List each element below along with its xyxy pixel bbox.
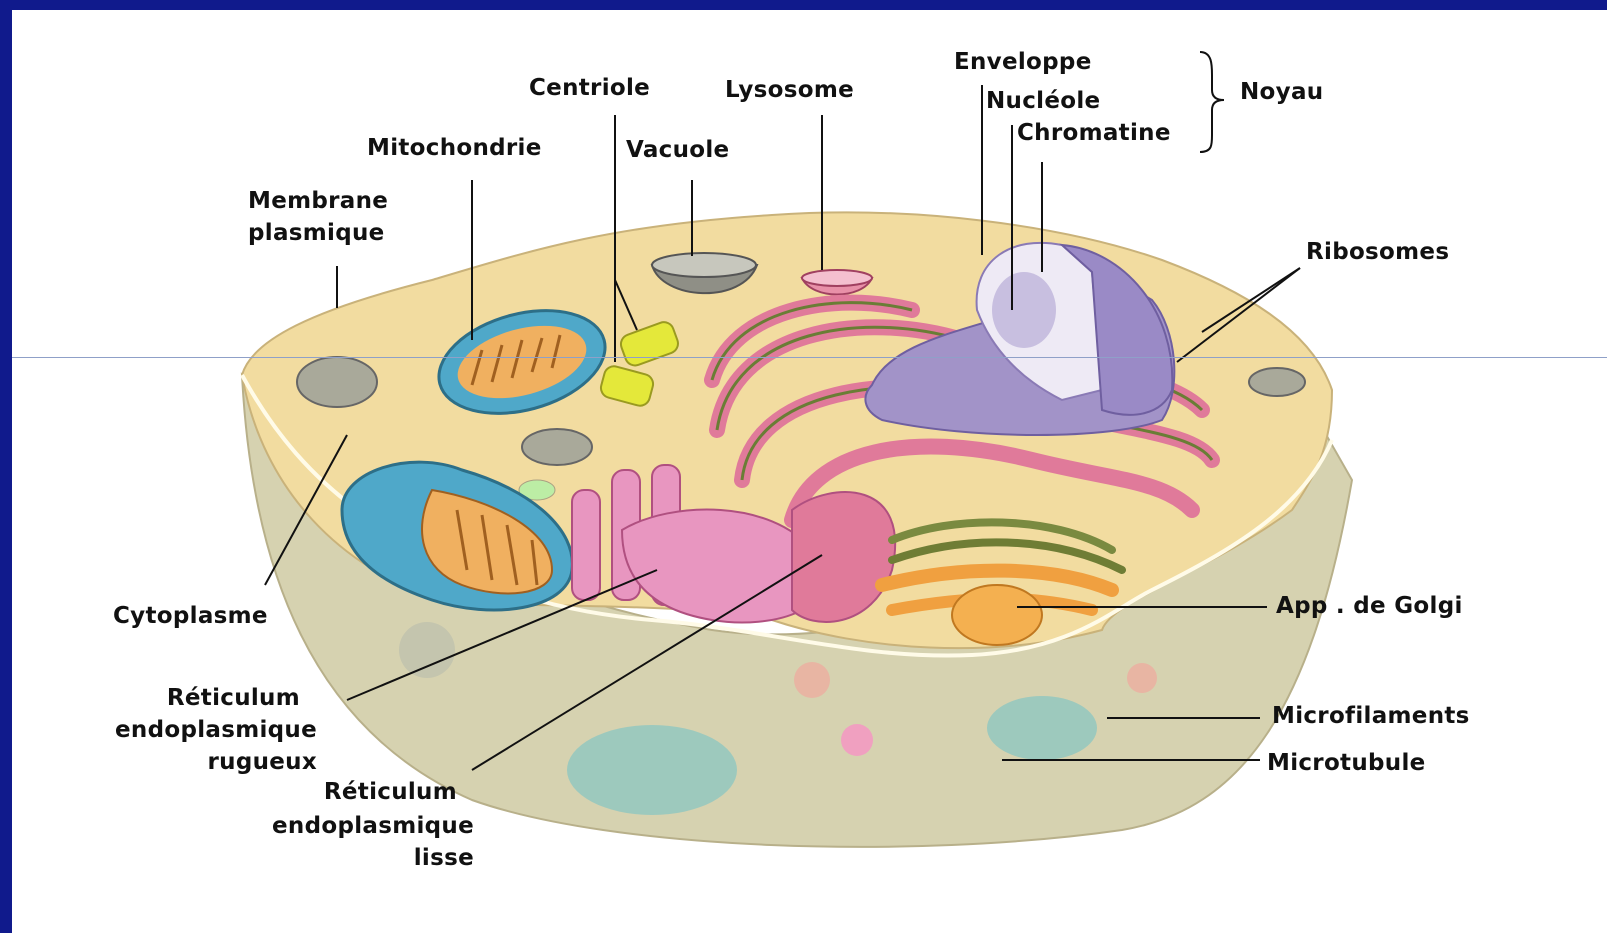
label-ribosomes: Ribosomes — [1306, 236, 1449, 268]
label-rer-line2: endoplasmique — [115, 714, 317, 746]
label-cytoplasme: Cytoplasme — [113, 600, 268, 632]
label-microtubule: Microtubule — [1267, 747, 1426, 779]
label-membrane-line1: Membrane — [248, 185, 388, 217]
label-rel-line2: endoplasmique — [272, 810, 474, 842]
lower-vesicle-4 — [841, 724, 873, 756]
label-enveloppe: Enveloppe — [954, 46, 1092, 78]
lower-vesicle-6 — [399, 622, 455, 678]
label-chromatine: Chromatine — [1017, 117, 1171, 149]
label-golgi: App . de Golgi — [1276, 590, 1463, 622]
lower-vesicle-2 — [987, 696, 1097, 760]
slide: Enveloppe Nucléole Chromatine Noyau Cent… — [12, 10, 1607, 933]
label-mitochondrie: Mitochondrie — [367, 132, 542, 164]
nucleolus-shape — [992, 272, 1056, 348]
label-membrane-line2: plasmique — [248, 217, 385, 249]
label-centriole: Centriole — [529, 72, 650, 104]
label-rer-line3: rugueux — [208, 746, 317, 778]
label-vacuole: Vacuole — [626, 134, 729, 166]
label-rel-line1: Réticulum — [324, 776, 457, 808]
label-noyau: Noyau — [1240, 76, 1323, 108]
label-nucleole: Nucléole — [986, 85, 1100, 117]
vesicle-left — [297, 357, 377, 407]
vesicle-right — [1249, 368, 1305, 396]
slide-guide-line — [12, 357, 1607, 358]
label-rel-line3: lisse — [414, 842, 474, 874]
lower-vesicle-5 — [1127, 663, 1157, 693]
label-rer-line1: Réticulum — [167, 682, 300, 714]
noyau-brace — [1200, 52, 1224, 152]
cell-diagram — [12, 10, 1607, 933]
label-lysosome: Lysosome — [725, 74, 854, 106]
label-microfilaments: Microfilaments — [1272, 700, 1470, 732]
lower-vesicle-3 — [794, 662, 830, 698]
vesicle-mid — [522, 429, 592, 465]
lower-vesicle-1 — [567, 725, 737, 815]
